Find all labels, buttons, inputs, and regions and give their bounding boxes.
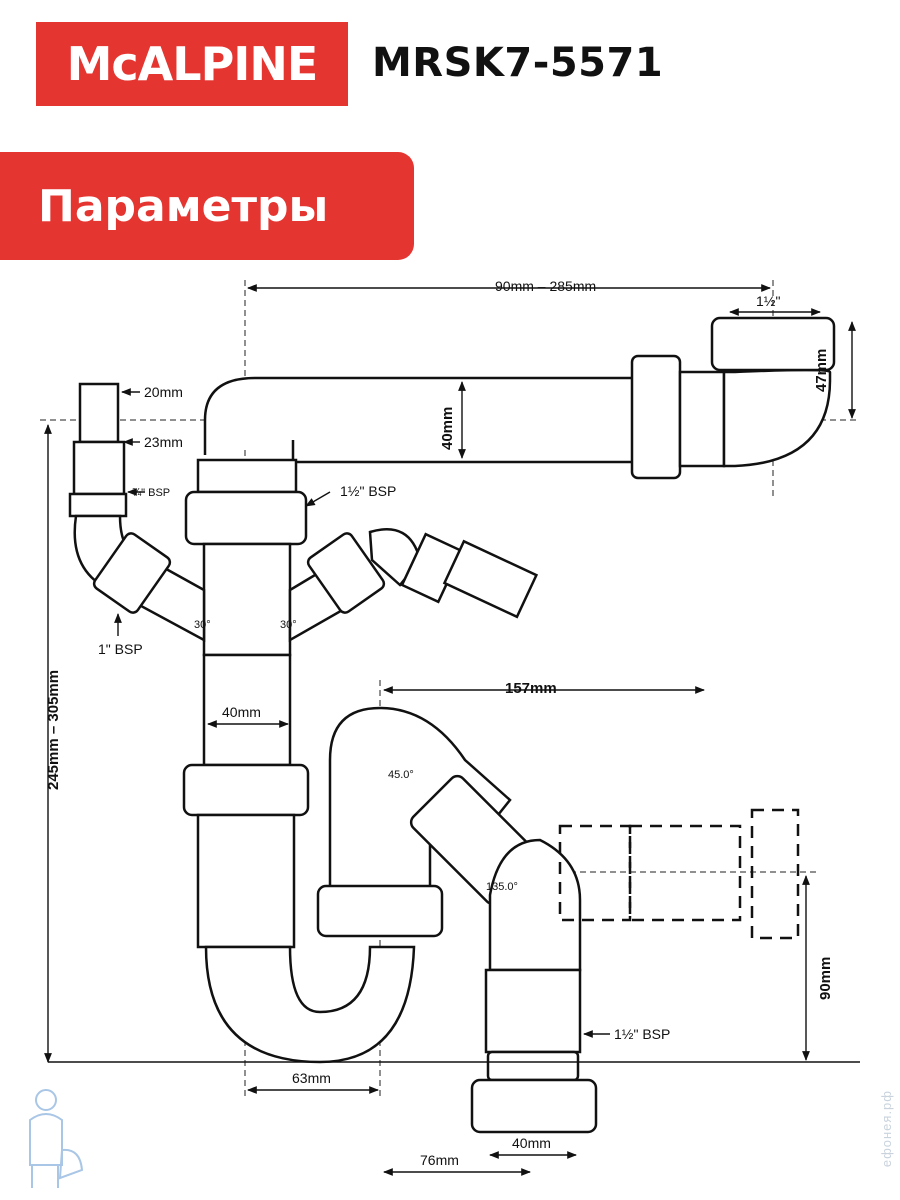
dim-bsp-1: 1" BSP bbox=[98, 641, 143, 657]
section-banner: Параметры bbox=[0, 152, 414, 260]
dim-angle-left: 30° bbox=[194, 619, 211, 631]
dim-right-height: 90mm bbox=[817, 957, 834, 1000]
dim-tube-width: 40mm bbox=[222, 704, 261, 720]
s-trap-outlet bbox=[316, 706, 598, 1134]
watermark: ефонея.рф bbox=[879, 1090, 894, 1168]
dim-spigot-23: 23mm bbox=[144, 434, 183, 450]
plumber-mascot-icon bbox=[29, 1089, 84, 1188]
dim-offset-76: 76mm bbox=[420, 1152, 459, 1168]
dim-outlet-thread: 1½" bbox=[756, 293, 780, 309]
dim-bsp-112-bottom: 1½" BSP bbox=[614, 1026, 670, 1042]
dim-outlet-height: 47mm bbox=[813, 349, 830, 392]
dim-bottom-width: 40mm bbox=[512, 1135, 551, 1151]
dim-spigot-20: 20mm bbox=[144, 384, 183, 400]
dim-trap-span: 157mm bbox=[505, 680, 557, 697]
dim-bsp-112-top: 1½" BSP bbox=[340, 483, 396, 499]
dim-angle-right: 30° bbox=[280, 619, 297, 631]
model-number: MRSK7-5571 bbox=[372, 40, 664, 86]
dim-angle-45: 45.0° bbox=[388, 769, 414, 781]
dim-pipe-gap: 40mm bbox=[439, 407, 456, 450]
dim-top-span: 90mm – 285mm bbox=[495, 278, 596, 294]
left-hose-spigot bbox=[68, 382, 172, 614]
dim-angle-135: 135.0° bbox=[486, 881, 518, 893]
banner-title: Параметры bbox=[38, 180, 329, 232]
dimension-lines bbox=[44, 284, 860, 1176]
dim-offset-63: 63mm bbox=[292, 1070, 331, 1086]
dim-bsp-34: ¾" BSP bbox=[132, 487, 170, 499]
waste-arm-pipe bbox=[203, 316, 836, 480]
extension-pipe bbox=[558, 808, 800, 940]
dim-total-height: 245mm – 305mm bbox=[45, 670, 62, 790]
logo-text: McALPINE bbox=[66, 37, 319, 91]
right-hose-spigot bbox=[306, 527, 539, 619]
brand-logo: McALPINE bbox=[36, 22, 348, 106]
